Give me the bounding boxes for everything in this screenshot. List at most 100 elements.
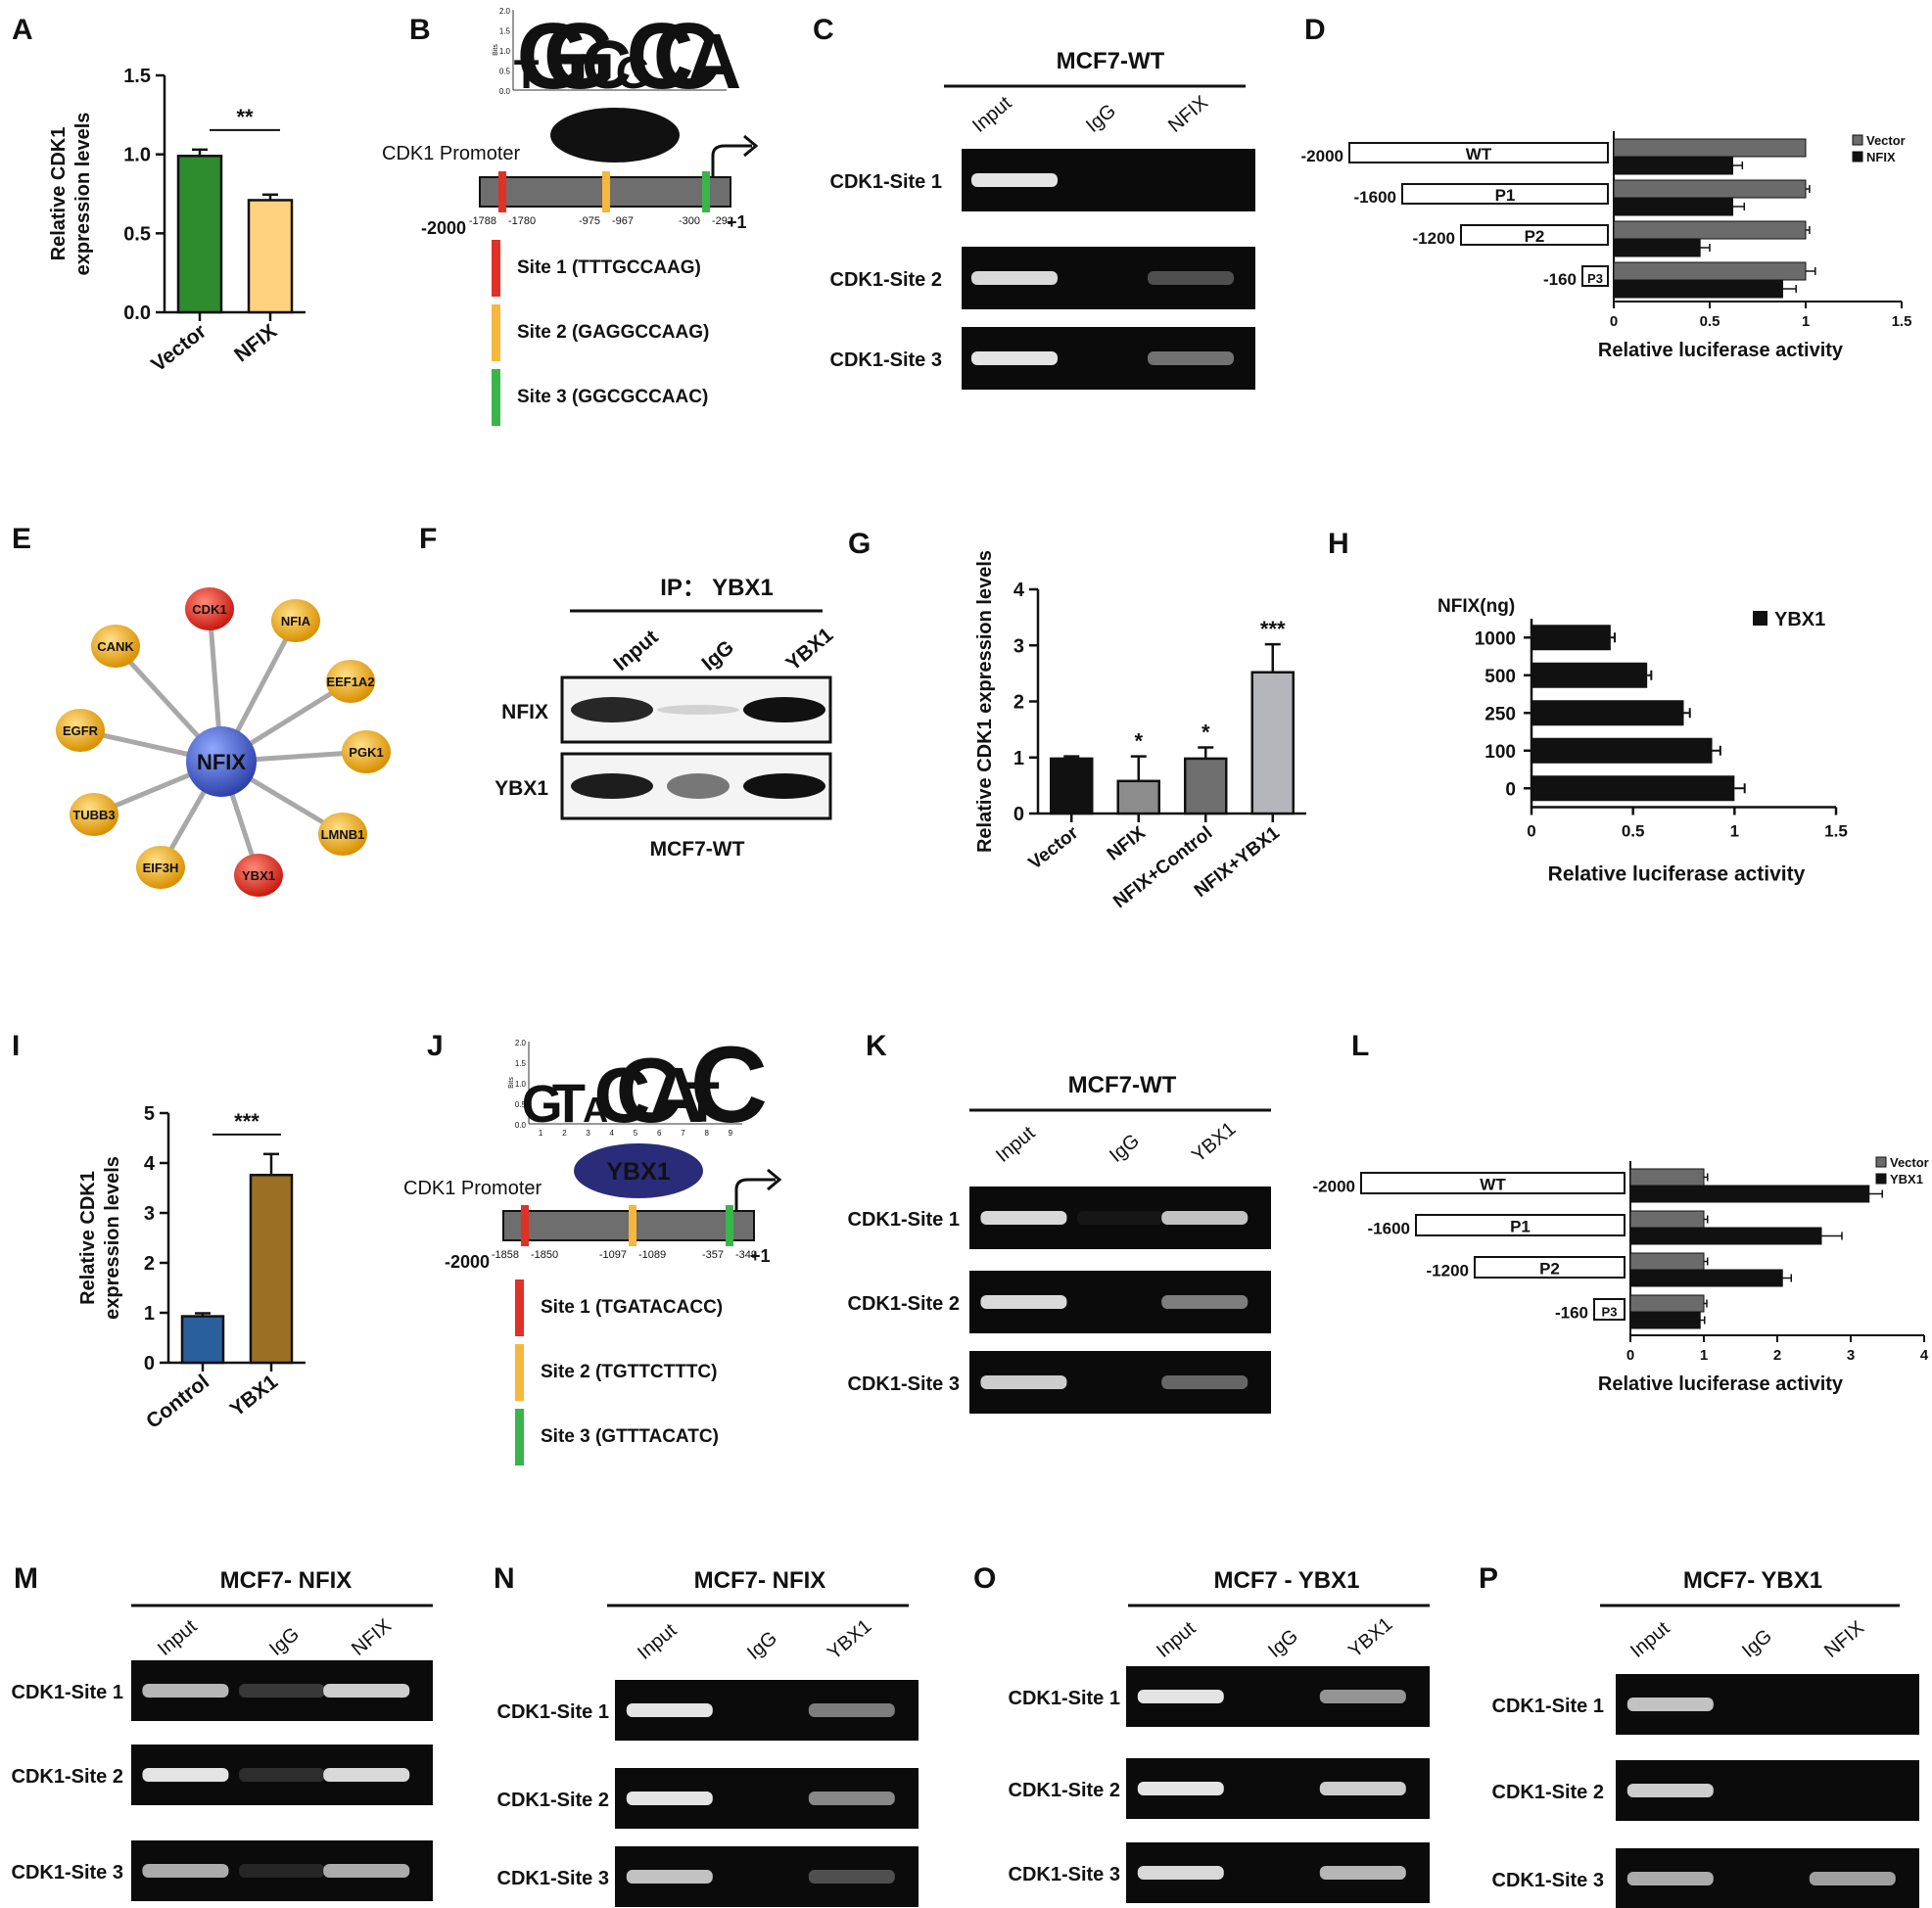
- x-tick-label: 1.5: [1892, 313, 1912, 330]
- gel-band: [971, 173, 1058, 187]
- legend-label: NFIX: [1866, 150, 1896, 164]
- bar: [1629, 1311, 1701, 1329]
- panel-e-network: CDK1NFIAEEF1A2PGK1LMNB1YBX1EIF3HTUBB3EGF…: [56, 587, 391, 897]
- gel-band: [1137, 1782, 1224, 1795]
- site-marker: [702, 171, 710, 212]
- logo-tick: 2.0: [499, 7, 511, 16]
- logo-position: 6: [657, 1129, 662, 1138]
- construct-box: [1474, 1256, 1626, 1279]
- bar: [1531, 700, 1684, 726]
- logo-letter: C: [652, 4, 720, 109]
- logo-letter: T: [514, 51, 540, 97]
- chip-lane-label: YBX1: [1344, 1613, 1396, 1662]
- chip-lane-label: NFIX: [1164, 92, 1212, 137]
- x-tick-label: 1: [1802, 313, 1810, 330]
- chip-row-label: CDK1-Site 2: [830, 269, 942, 291]
- logo-letter: G: [616, 47, 651, 98]
- tss-arrow-head: [743, 134, 759, 158]
- logo-tick: 1.0: [499, 47, 511, 56]
- chip-lane-label: YBX1: [824, 1615, 875, 1664]
- x-tick-label: NFIX: [230, 320, 281, 367]
- chip-title: MCF7- NFIX: [694, 1567, 826, 1594]
- panel-letter-c: C: [813, 14, 834, 46]
- site-end: -1089: [638, 1249, 666, 1261]
- gel-band: [971, 271, 1058, 285]
- significance-mark: ***: [234, 1109, 259, 1134]
- chip-lane-label: Input: [1626, 1617, 1674, 1662]
- legend-swatch: [1875, 1173, 1887, 1185]
- gel-band: [323, 1684, 410, 1698]
- y-tick-label: 5: [144, 1103, 155, 1125]
- panel-letter-b: B: [409, 14, 431, 46]
- logo-letter: T: [552, 1072, 586, 1134]
- x-tick-label: 1: [1700, 1347, 1708, 1364]
- chip-lane-label: Input: [968, 92, 1016, 137]
- site-end: -292: [712, 215, 733, 227]
- chip-row-label: CDK1-Site 3: [1009, 1864, 1120, 1885]
- bar: [1531, 625, 1611, 651]
- network-node-label: CANK: [97, 639, 134, 654]
- gel-band: [1137, 1866, 1224, 1880]
- network-node: [136, 846, 185, 889]
- tss-arrow: [711, 144, 752, 177]
- network-center-node: [186, 726, 257, 797]
- network-node: [271, 599, 320, 642]
- bar: [1613, 220, 1807, 240]
- blot-title: IP： YBX1: [660, 575, 774, 601]
- gel-band: [980, 1211, 1067, 1225]
- tss-arrow: [734, 1178, 776, 1211]
- chip-lane-label: NFIX: [1820, 1617, 1868, 1662]
- network-node: [91, 625, 140, 668]
- construct-position: -2000: [1313, 1178, 1355, 1196]
- bar: [1629, 1252, 1705, 1271]
- logo-position: 4: [610, 1129, 615, 1138]
- promoter-label: CDK1 Promoter: [382, 143, 520, 164]
- x-tick-label: 3: [1847, 1347, 1855, 1364]
- site-legend-swatch: [492, 240, 500, 297]
- site-start: -1097: [599, 1249, 627, 1261]
- bar: [1050, 757, 1094, 815]
- site-start: -300: [679, 215, 700, 227]
- panel-letter-i: I: [12, 1030, 20, 1062]
- y-tick-label: 2: [1013, 692, 1024, 714]
- network-node: [56, 709, 105, 752]
- logo-axis-label: Bits: [508, 1077, 515, 1089]
- tf-ellipse: [550, 108, 680, 163]
- panel-letter-o: O: [973, 1562, 996, 1595]
- logo-letter: A: [647, 1051, 704, 1139]
- promoter-start: -2000: [421, 218, 466, 238]
- chip-lane-label: IgG: [1738, 1625, 1776, 1662]
- network-node-label: TUBB3: [72, 808, 115, 822]
- logo-tick: 2.0: [515, 1039, 527, 1047]
- bar: [1613, 179, 1807, 199]
- chip-lane-label: IgG: [1264, 1625, 1302, 1662]
- gel-band: [1626, 1872, 1714, 1885]
- bar: [1613, 238, 1701, 257]
- construct-box: [1415, 1214, 1626, 1236]
- network-node-label: EIF3H: [143, 861, 179, 875]
- gel-band: [808, 1703, 895, 1717]
- logo-letter: G: [543, 4, 617, 109]
- bar: [1613, 279, 1783, 299]
- x-tick-label: 0: [1527, 822, 1535, 841]
- logo-letter: C: [690, 1025, 768, 1145]
- gel-band: [323, 1768, 410, 1782]
- bar: [1613, 197, 1734, 216]
- tss-arrow-head: [767, 1168, 782, 1191]
- network-node: [326, 660, 375, 703]
- gel-band: [1319, 1690, 1406, 1703]
- site-marker: [521, 1205, 529, 1246]
- chip-row-label: CDK1-Site 1: [830, 171, 942, 193]
- chip-lane-label: IgG: [265, 1623, 304, 1660]
- logo-position: 9: [729, 1129, 733, 1138]
- logo-letter: C: [626, 4, 693, 109]
- bar: [1531, 775, 1735, 802]
